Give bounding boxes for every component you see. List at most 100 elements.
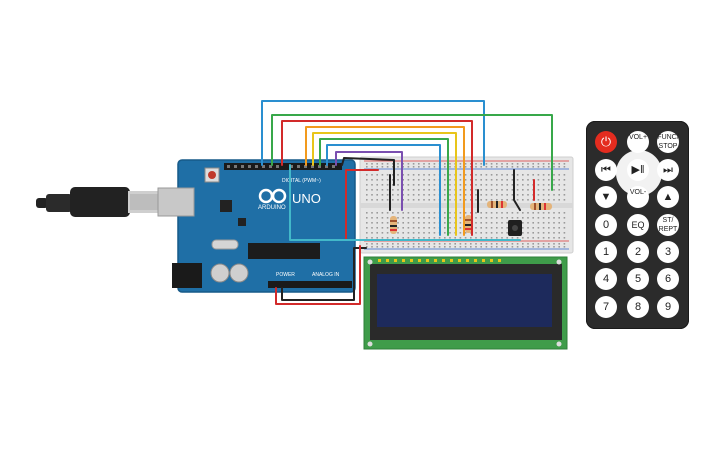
breadboard-hole: [397, 184, 399, 186]
breadboard-hole: [501, 166, 503, 168]
breadboard-hole: [537, 232, 540, 234]
remote-vol-down-button[interactable]: VOL-: [627, 186, 649, 208]
breadboard-hole: [475, 194, 477, 196]
breadboard-hole: [548, 222, 550, 224]
breadboard-hole: [464, 166, 467, 168]
breadboard-hole: [371, 212, 373, 214]
breadboard-hole: [371, 166, 373, 168]
breadboard-hole: [506, 163, 508, 165]
breadboard-hole: [501, 237, 503, 239]
breadboard-hole: [402, 222, 404, 224]
breadboard-hole: [475, 232, 477, 234]
remote-func-stop-button[interactable]: FUNC/ STOP: [657, 131, 679, 153]
breadboard-hole: [511, 212, 514, 214]
breadboard-hole: [527, 179, 529, 181]
remote-eq-button[interactable]: EQ: [627, 214, 649, 236]
breadboard-hole: [558, 227, 560, 229]
breadboard-hole: [511, 199, 514, 201]
wire-black-2[interactable]: [281, 247, 367, 301]
wire-yellow[interactable]: [312, 132, 457, 236]
remote-prev-button[interactable]: ⏮: [595, 159, 617, 181]
breadboard-hole: [407, 232, 410, 234]
breadboard-hole: [428, 212, 430, 214]
breadboard-hole: [402, 189, 404, 191]
breadboard-hole: [522, 199, 524, 201]
arduino-uno-board[interactable]: ARDUINO UNO DIGITAL (PWM~) POWER ANALOG …: [157, 159, 356, 293]
breadboard-hole: [454, 237, 456, 239]
remote-6-button[interactable]: 6: [657, 268, 679, 290]
breadboard-hole: [553, 227, 555, 229]
wire-green-2[interactable]: [319, 138, 449, 236]
wire-black-4[interactable]: [513, 169, 521, 211]
wire-red[interactable]: [281, 120, 473, 236]
breadboard-hole: [376, 227, 378, 229]
breadboard-hole: [542, 227, 545, 229]
remote-1-button[interactable]: 1: [595, 241, 617, 263]
breadboard-hole: [490, 222, 493, 224]
wire-red-2[interactable]: [275, 245, 361, 305]
breadboard-hole: [548, 227, 550, 229]
breadboard-hole: [459, 222, 462, 224]
wire-cyan[interactable]: [289, 164, 521, 241]
breadboard-hole: [366, 212, 368, 214]
breadboard-hole: [392, 189, 394, 191]
remote-3-button[interactable]: 3: [657, 241, 679, 263]
remote-up-button[interactable]: ▲: [657, 186, 679, 208]
remote-5-button[interactable]: 5: [627, 268, 649, 290]
breadboard-hole: [412, 163, 415, 165]
breadboard-hole: [475, 163, 477, 165]
breadboard-hole: [490, 227, 493, 229]
breadboard-hole: [376, 237, 378, 239]
breadboard-hole: [459, 166, 462, 168]
breadboard-hole: [522, 189, 524, 191]
breadboard-hole: [444, 222, 446, 224]
breadboard-hole: [438, 243, 441, 245]
breadboard-hole: [485, 222, 488, 224]
wire-blue[interactable]: [261, 100, 485, 166]
remote-2-button[interactable]: 2: [627, 241, 649, 263]
remote-play-pause-button[interactable]: ▶‖: [627, 159, 649, 181]
wire-purple[interactable]: [335, 151, 403, 211]
remote-9-button[interactable]: 9: [657, 296, 679, 318]
breadboard-hole: [563, 174, 566, 176]
lcd-16x2-display[interactable]: [363, 256, 568, 350]
breadboard-hole: [480, 246, 482, 248]
remote-power-button[interactable]: ⏻: [595, 131, 617, 153]
breadboard-hole: [392, 163, 394, 165]
remote-st-rept-button[interactable]: ST/ REPT: [657, 214, 679, 236]
remote-next-button[interactable]: ⏭: [657, 159, 679, 181]
breadboard-hole: [407, 184, 410, 186]
remote-0-button[interactable]: 0: [595, 214, 617, 236]
breadboard-hole: [527, 163, 529, 165]
breadboard-hole: [485, 194, 488, 196]
breadboard[interactable]: [359, 156, 574, 254]
breadboard-hole: [553, 246, 555, 248]
remote-7-button[interactable]: 7: [595, 296, 617, 318]
remote-8-button[interactable]: 8: [627, 296, 649, 318]
breadboard-hole: [444, 227, 446, 229]
wire-green[interactable]: [271, 114, 553, 191]
breadboard-hole: [516, 243, 519, 245]
breadboard-hole: [386, 163, 389, 165]
remote-down-button[interactable]: ▼: [595, 186, 617, 208]
breadboard-hole: [542, 184, 545, 186]
breadboard-hole: [418, 232, 420, 234]
breadboard-hole: [418, 212, 420, 214]
wire-red-3[interactable]: [345, 169, 379, 241]
breadboard-hole: [459, 189, 462, 191]
breadboard-hole: [548, 179, 550, 181]
wire-orange[interactable]: [305, 126, 465, 236]
wire-blue-2[interactable]: [326, 144, 441, 236]
wire-black[interactable]: [341, 157, 395, 186]
breadboard-hole: [412, 227, 415, 229]
breadboard-hole: [376, 184, 378, 186]
breadboard-hole: [475, 217, 477, 219]
breadboard-hole: [444, 212, 446, 214]
remote-4-button[interactable]: 4: [595, 268, 617, 290]
breadboard-hole: [428, 243, 430, 245]
breadboard-hole: [418, 189, 420, 191]
breadboard-hole: [516, 212, 519, 214]
remote-vol-up-button[interactable]: VOL+: [627, 131, 649, 153]
breadboard-hole: [397, 243, 399, 245]
breadboard-hole: [428, 166, 430, 168]
